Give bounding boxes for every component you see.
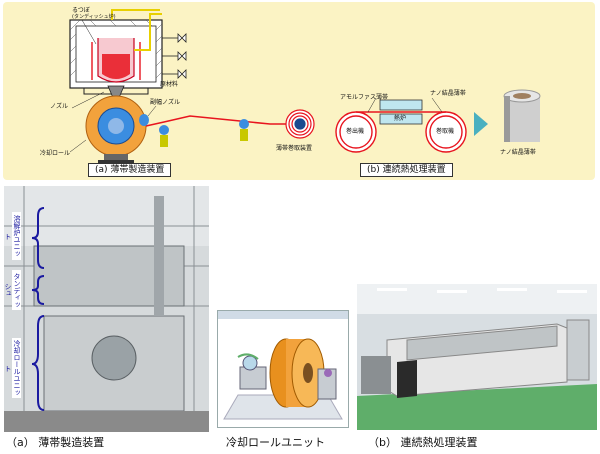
- product-roll: [503, 89, 541, 142]
- heat-treatment-photo: [357, 284, 597, 430]
- nozzle-label: ノズル: [50, 103, 69, 110]
- cooling-roll-label: 冷却ロール: [40, 150, 71, 157]
- crucible-shape: [91, 38, 141, 83]
- amorphous-ribbon-label: アモルファス薄帯: [340, 94, 389, 101]
- caption-b-box: (b) 連続熱処理装置: [360, 163, 453, 177]
- schematic-drawing: [69, 9, 541, 163]
- nano-product-label: ナノ結晶薄帯: [500, 149, 536, 156]
- unwinder-coil: [335, 111, 377, 153]
- crucible-sub-label: (タンディッシュ炉): [72, 14, 116, 20]
- furnace-box: [379, 99, 423, 125]
- unwinder-label: 巻出機: [346, 128, 365, 135]
- bottom-caption-mid: 冷却ロールユニット: [226, 436, 325, 449]
- unit-braces: [31, 207, 45, 411]
- gas-pipes: [111, 9, 162, 51]
- bottom-caption-b: （b） 連続熱処理装置: [368, 436, 478, 449]
- crucible-label: るつぼ: [72, 7, 90, 14]
- bottom-caption-a: （a） 薄帯製造装置: [6, 436, 105, 449]
- sub-nozzle-label: 副幅ノズル: [150, 99, 181, 106]
- nano-ribbon-label: ナノ結晶薄帯: [430, 90, 466, 97]
- ribbon-winder-coil: [285, 109, 315, 139]
- cooling-unit-vlabel: 冷却ロールユニット: [4, 338, 21, 398]
- caption-a-box: (a) 薄帯製造装置: [88, 163, 172, 177]
- cooling-roll-cad-art: [218, 311, 348, 427]
- melting-unit-label: 溶解炉ユニット: [4, 212, 21, 260]
- arrow-shape: [474, 112, 488, 136]
- ribbon-winder-label: 薄帯巻取装置: [276, 145, 313, 152]
- sub-nozzle-shape: [139, 114, 149, 126]
- manufacturing-photo: [4, 186, 209, 432]
- cooling-roll-shape: [85, 95, 147, 163]
- heat-treatment-photo-art: [357, 284, 597, 430]
- guide-rolls: [159, 119, 249, 147]
- ribbon-path: [145, 115, 296, 127]
- cooling-roll-cad: [217, 310, 349, 428]
- valves: [162, 33, 187, 79]
- furnace-label: 熱炉: [394, 115, 407, 122]
- winder-label: 巻取機: [436, 128, 455, 135]
- tundish-label: タンディッシュ: [4, 270, 21, 310]
- raw-material-label: 原材料: [160, 81, 179, 88]
